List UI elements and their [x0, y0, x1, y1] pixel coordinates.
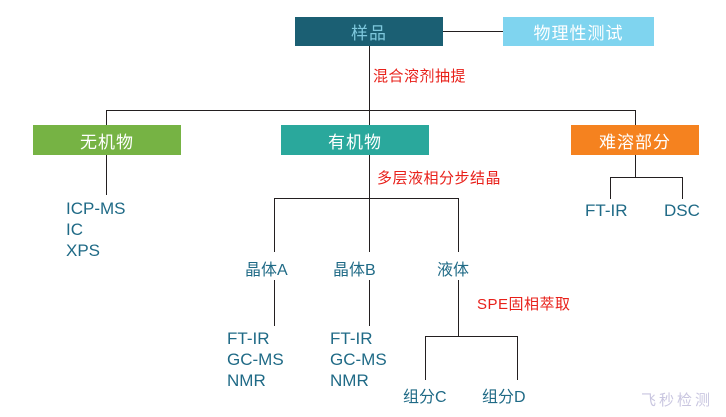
connector-to-inorganic: [106, 110, 107, 125]
connector-insoluble-bar: [610, 177, 682, 178]
connector-insoluble-down: [635, 155, 636, 177]
connector-crystal-a-down: [274, 280, 275, 326]
connector-organic-bar: [274, 198, 458, 199]
connector-to-component-c: [425, 336, 426, 380]
process-label-crystallization: 多层液相分步结晶: [377, 170, 502, 187]
methods-crystal-b-list: FT-IR GC-MS NMR: [330, 329, 387, 390]
connector-crystal-b-down: [369, 280, 370, 326]
node-inorganic-box[interactable]: 无机物: [33, 125, 181, 155]
connector-level1-bar: [106, 110, 635, 111]
connector-spe-bar: [425, 336, 517, 337]
connector-organic-down: [369, 155, 370, 198]
connector-to-insoluble: [635, 110, 636, 125]
node-physical-test-box[interactable]: 物理性测试: [503, 17, 654, 46]
connector-insoluble-to-dsc: [682, 177, 683, 199]
connector-sample-to-physical: [443, 31, 503, 32]
connector-to-crystal-b: [369, 198, 370, 252]
node-component-d-label[interactable]: 组分D: [482, 389, 526, 406]
methods-insoluble-dsc: DSC: [664, 201, 700, 220]
process-label-extraction: 混合溶剂抽提: [373, 68, 467, 85]
node-sample-label: 样品: [351, 24, 387, 43]
node-liquid-label[interactable]: 液体: [437, 262, 470, 279]
node-sample-box[interactable]: 样品: [295, 17, 443, 46]
connector-insoluble-to-ftir: [610, 177, 611, 199]
node-organic-box[interactable]: 有机物: [281, 125, 429, 155]
connector-to-crystal-a: [274, 198, 275, 252]
connector-sample-down: [369, 46, 370, 110]
node-component-c-label[interactable]: 组分C: [403, 389, 447, 406]
node-crystal-a-label[interactable]: 晶体A: [245, 262, 288, 279]
node-physical-test-label: 物理性测试: [533, 24, 624, 43]
node-organic-label: 有机物: [328, 132, 382, 152]
node-insoluble-label: 难溶部分: [599, 132, 671, 152]
methods-inorganic-list: ICP-MS IC XPS: [66, 199, 126, 260]
connector-inorganic-down: [106, 155, 107, 195]
methods-crystal-a-list: FT-IR GC-MS NMR: [227, 329, 284, 390]
connector-to-liquid: [458, 198, 459, 252]
connector-to-component-d: [517, 336, 518, 380]
methods-insoluble-ftir: FT-IR: [585, 201, 628, 220]
node-insoluble-box[interactable]: 难溶部分: [571, 125, 699, 155]
node-crystal-b-label[interactable]: 晶体B: [333, 262, 376, 279]
watermark-text: 飞秒检测: [641, 392, 714, 409]
connector-to-organic: [369, 110, 370, 125]
node-inorganic-label: 无机物: [80, 132, 134, 152]
process-label-spe: SPE固相萃取: [477, 296, 571, 313]
connector-liquid-down: [458, 280, 459, 336]
